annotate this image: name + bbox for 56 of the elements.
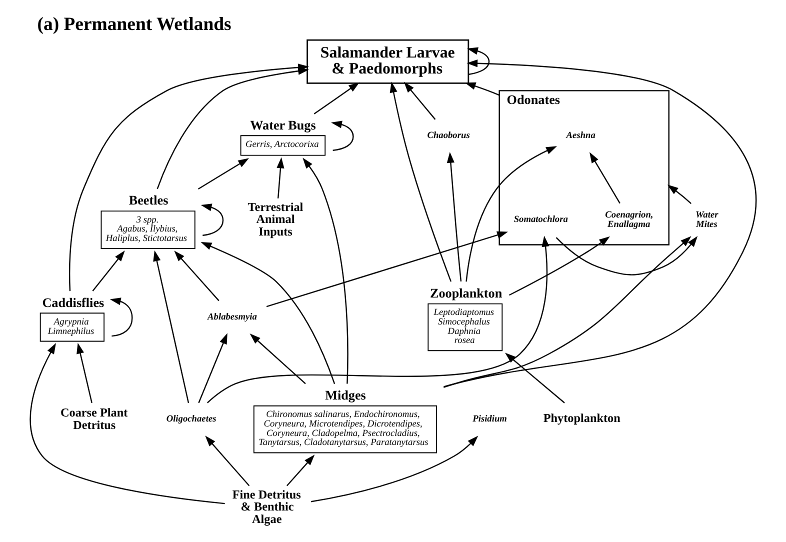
arrow: [200, 204, 224, 236]
arrow: [556, 236, 698, 276]
arrow: [667, 184, 692, 204]
arrow: [266, 231, 508, 308]
arrow: [92, 250, 125, 292]
node-label: Zooplankton: [430, 285, 502, 300]
arrow: [250, 334, 306, 384]
node-label: Caddisflies: [42, 294, 104, 310]
arrow: [589, 152, 620, 204]
node-text: Coarse Plant Detritus: [60, 406, 128, 432]
arrow: [464, 82, 500, 96]
node-text: Aeshna: [566, 130, 596, 141]
diagram-title: (a) Permanent Wetlands: [37, 14, 232, 35]
node-text: Oligochaetes: [166, 414, 216, 424]
arrow: [331, 120, 354, 151]
node-text: Fine Detritus & Benthic Algae: [232, 488, 301, 526]
arrow: [153, 250, 190, 403]
arrow: [198, 158, 249, 190]
arrow: [198, 333, 228, 404]
arrow: [174, 250, 220, 302]
node-box: Chironomus salinarus, Endochironomus, Coryneura, Microtendipes, Dicrotendipes, Coryneura, Cladopelma, Psectrocladius, Tanytarsus, Cladotanytarsus, Paratanytarsus: [253, 405, 438, 454]
arrow: [302, 158, 348, 384]
arrow: [30, 343, 225, 504]
arrow: [508, 236, 610, 296]
arrow: [110, 298, 133, 337]
node-text: Coenagrion, Enallagma: [605, 210, 654, 230]
node-box: Agrypnia Limnephilus: [40, 312, 104, 342]
arrow: [390, 82, 452, 282]
arrow: [200, 242, 336, 384]
arrow: [276, 157, 284, 198]
arrow: [446, 152, 462, 282]
arrow: [444, 60, 757, 388]
arrow: [286, 454, 315, 486]
arrow: [206, 236, 550, 404]
node-text: Terrestrial Animal Inputs: [248, 200, 304, 238]
node-text: Water Mites: [696, 210, 718, 230]
node-text: Somatochlora: [514, 214, 568, 225]
node-text: Ablabesmyia: [208, 312, 257, 322]
node-label: Midges: [325, 388, 366, 403]
arrow: [76, 342, 92, 404]
node-text: Chaoborus: [427, 130, 470, 141]
arrow: [310, 436, 478, 502]
node-label: Beetles: [128, 192, 168, 208]
arrow: [443, 236, 692, 388]
node-box: 3 spp. Agabus, Ilybius, Haliplus, Stictotarsus: [100, 210, 196, 249]
node-box: Leptodiaptomus Simocephalus Daphnia rosea: [428, 303, 503, 352]
arrow: [205, 436, 250, 486]
node-text: Pisidium: [472, 414, 507, 424]
arrow: [467, 47, 490, 75]
node-label: Water Bugs: [250, 117, 316, 132]
arrow: [466, 146, 557, 282]
arrow: [404, 82, 436, 120]
node-text: Phytoplankton: [543, 411, 620, 426]
arrow: [314, 82, 360, 114]
node-box: Salamander Larvae & Paedomorphs: [306, 39, 470, 84]
node-box: Gerris, Arctocorixa: [240, 135, 326, 156]
